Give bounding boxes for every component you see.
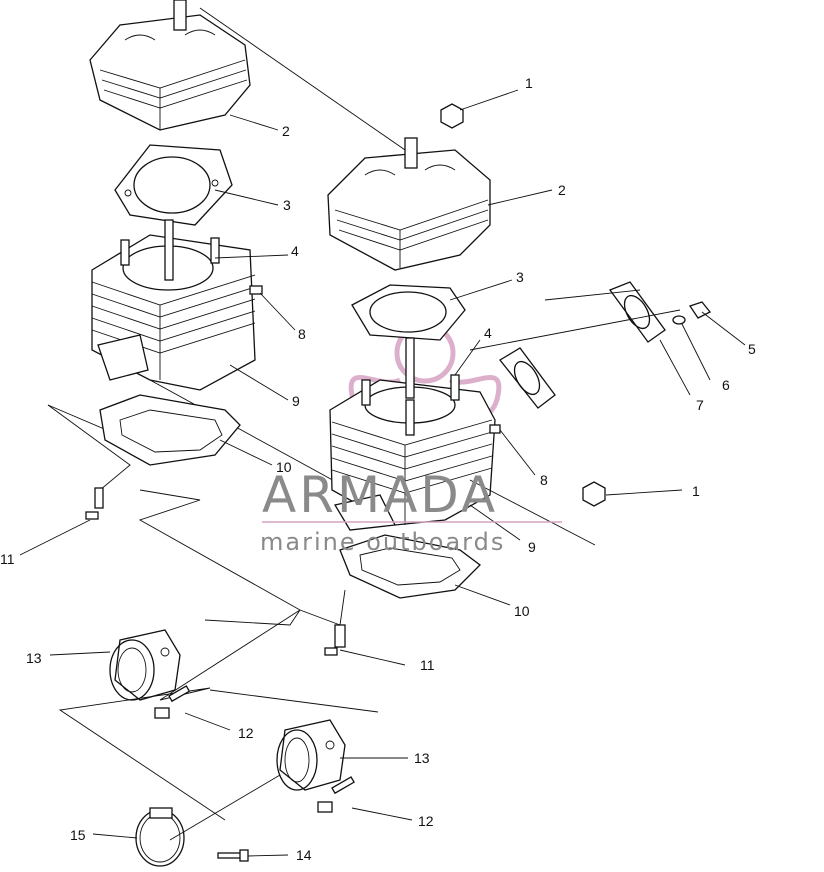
watermark: ARMADA marine outboards [260, 466, 562, 556]
callout-3-left: 3 [283, 197, 291, 213]
callout-5: 5 [748, 341, 756, 357]
callout-leaders [19, 89, 746, 857]
callout-1-top: 1 [525, 75, 533, 91]
callout-12-right: 12 [418, 813, 434, 829]
head-gasket-left [114, 144, 233, 226]
base-gasket-left [99, 394, 241, 466]
callout-15: 15 [70, 827, 86, 843]
cylinder-head-left [89, 0, 251, 131]
watermark-tagline: marine outboards [260, 528, 505, 556]
leader-line [169, 774, 281, 841]
callout-6: 6 [722, 377, 730, 393]
callout-13-left: 13 [26, 650, 42, 666]
bolt-right [317, 776, 355, 813]
intake-adapter-left [109, 629, 181, 701]
callout-10-left: 10 [276, 459, 292, 475]
leader-line [58, 609, 301, 821]
callout-1-mid: 1 [692, 483, 700, 499]
nut-top-right [440, 103, 464, 129]
callout-13-right: 13 [414, 750, 430, 766]
intake-adapter-right [276, 719, 346, 791]
leader-line [149, 379, 361, 496]
watermark-brand: ARMADA [262, 466, 498, 524]
exhaust-gasket-inner [499, 347, 556, 409]
callout-9-right: 9 [528, 539, 536, 555]
washer-6 [672, 315, 686, 325]
callout-2-right: 2 [558, 182, 566, 198]
cylinder-head-right [327, 137, 491, 271]
callout-4-right: 4 [484, 325, 492, 341]
exhaust-gasket-outer [608, 281, 666, 343]
callout-10-right: 10 [514, 603, 530, 619]
hose-clamp [135, 807, 185, 867]
callout-3-right: 3 [516, 269, 524, 285]
base-gasket-right [339, 534, 481, 599]
head-gasket-right [351, 284, 466, 341]
callout-9-left: 9 [292, 393, 300, 409]
callout-7: 7 [696, 397, 704, 413]
callout-labels: 2 3 4 8 9 10 11 1 2 3 4 5 6 7 8 1 9 10 1… [0, 75, 756, 863]
cylinder-left [91, 219, 263, 391]
callout-14: 14 [296, 847, 312, 863]
leader-line [469, 479, 596, 546]
clamp-screw [217, 849, 249, 862]
leader-line [209, 689, 379, 713]
leader-line [544, 289, 641, 301]
fitting-left [47, 404, 341, 626]
callout-2-left: 2 [282, 123, 290, 139]
bolt-left [154, 685, 191, 719]
callout-4-left: 4 [291, 243, 299, 259]
callout-11-right: 11 [420, 657, 435, 673]
callout-11-left: 11 [0, 551, 15, 567]
callout-8-left: 8 [298, 326, 306, 342]
callout-8-right: 8 [540, 472, 548, 488]
nut-mid-right [582, 481, 606, 507]
leader-line [469, 309, 681, 351]
callout-12-left: 12 [238, 725, 254, 741]
fitting-right [324, 589, 346, 656]
